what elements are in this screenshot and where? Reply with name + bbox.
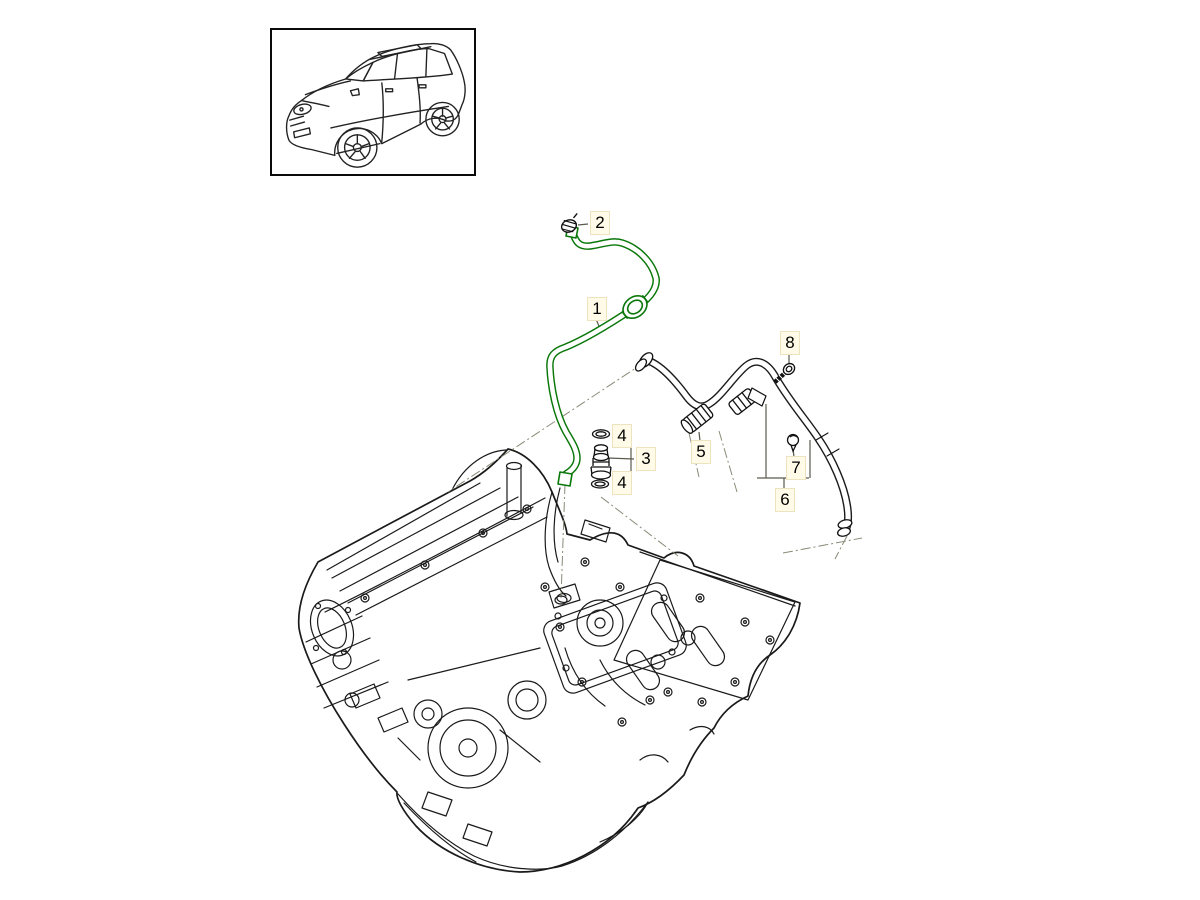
callout-2[interactable]: 2 (590, 211, 610, 235)
callout-7[interactable]: 7 (786, 456, 806, 480)
callout-4-upper[interactable]: 4 (612, 424, 632, 448)
vent-hose-part-6 (634, 352, 853, 537)
engine-line-art (297, 448, 801, 873)
callout-6[interactable]: 6 (775, 488, 795, 512)
callout-3[interactable]: 3 (636, 447, 656, 471)
callout-4-lower[interactable]: 4 (612, 471, 632, 495)
bolt-part-8 (773, 362, 796, 384)
leader-lines (577, 223, 811, 494)
clip-part-7 (786, 433, 800, 453)
callout-1[interactable]: 1 (587, 297, 607, 321)
car-icon (285, 42, 466, 168)
callout-8[interactable]: 8 (780, 331, 800, 355)
fitting-part-3 (590, 444, 612, 480)
callout-5[interactable]: 5 (691, 440, 711, 464)
connector-part-5 (680, 403, 714, 434)
seal-ring-part-4-lower (590, 479, 610, 489)
breather-port (554, 595, 568, 605)
centerlines (447, 361, 863, 599)
vehicle-thumbnail-box (270, 28, 476, 176)
hose-clamp-part-2 (560, 212, 578, 233)
seal-ring-part-4-upper (591, 429, 611, 439)
